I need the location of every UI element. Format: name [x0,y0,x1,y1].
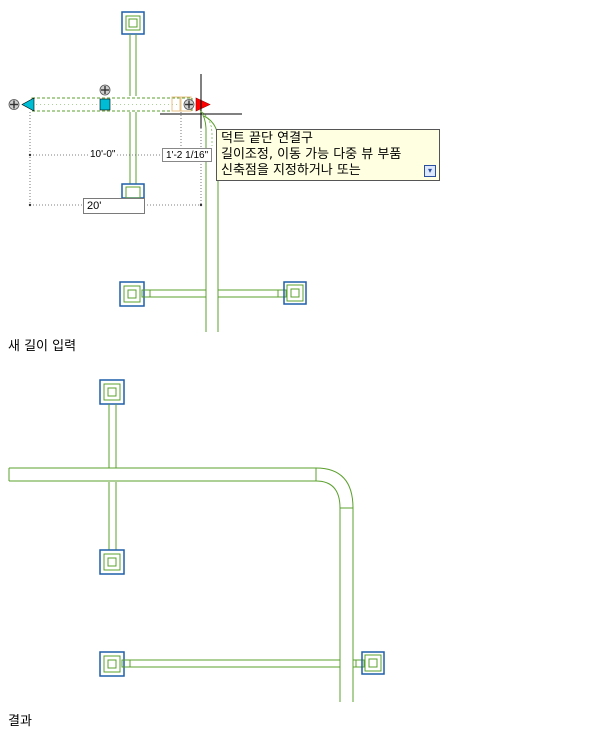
branch-duct-vertical[interactable] [129,34,137,184]
chevron-down-icon[interactable]: ▾ [424,165,436,177]
air-terminal-top[interactable] [121,11,145,35]
result-terminal-lower-right[interactable] [361,651,385,675]
air-terminal-lower-right[interactable] [283,281,307,305]
result-branch-duct-lower[interactable] [121,659,365,668]
result-branch-duct-vertical[interactable] [108,404,117,550]
grip-right-stretch-active[interactable] [195,97,211,112]
drawing-before [8,11,307,332]
length-input[interactable]: 20' [83,198,145,214]
selected-duct[interactable] [31,97,193,112]
grip-top-add[interactable] [99,84,111,96]
grip-right-add[interactable] [183,99,195,110]
caption-result: 결과 [8,714,32,729]
caption-before: 새 길이 입력 [8,339,77,354]
drawing-result [8,379,385,702]
result-terminal-lower-left[interactable] [99,651,125,677]
air-terminal-middle[interactable] [121,183,145,199]
result-extended-duct[interactable] [8,467,354,509]
air-terminal-lower-left[interactable] [119,281,145,307]
grip-center-move[interactable] [99,98,111,111]
grip-left-stretch[interactable] [21,97,35,112]
tooltip-line-3: 신축점을 지정하거나 또는 [221,163,361,178]
dimension-total-label: 10'-0" [88,149,118,161]
tooltip-line-2: 길이조정, 이동 가능 다중 뷰 부품 [221,147,402,162]
tooltip-line-1: 덕트 끝단 연결구 [221,131,313,146]
result-terminal-top[interactable] [99,379,125,405]
grip-left-add[interactable] [8,99,20,110]
dimension-current-box: 1'-2 1/16" [162,148,213,162]
crosshair-cursor [160,74,242,128]
result-main-duct-vertical[interactable] [339,508,354,702]
result-terminal-middle[interactable] [99,549,125,575]
branch-duct-lower[interactable] [141,289,287,298]
grip-tooltip: 덕트 끝단 연결구 길이조정, 이동 가능 다중 뷰 부품 신축점을 지정하거나… [216,129,440,181]
